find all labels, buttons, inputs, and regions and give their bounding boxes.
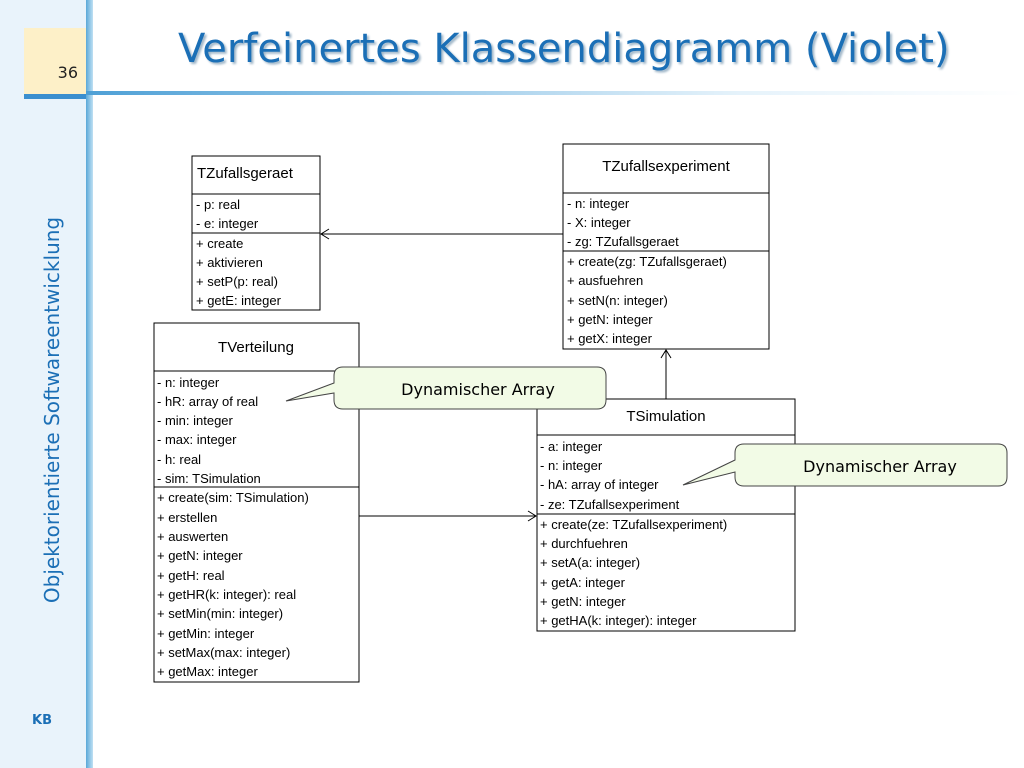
note-text: Dynamischer Array — [401, 380, 555, 399]
method: + getHA(k: integer): integer — [540, 613, 697, 628]
attribute: - p: real — [196, 197, 240, 212]
attribute: - n: integer — [540, 458, 603, 473]
method: + getN: integer — [540, 594, 626, 609]
method: + getN: integer — [567, 312, 653, 327]
attribute: - min: integer — [157, 413, 234, 428]
note-text: Dynamischer Array — [803, 457, 957, 476]
arrowhead-to-experiment — [660, 349, 672, 359]
method: + erstellen — [157, 510, 217, 525]
page-number-box: 36 — [24, 28, 86, 99]
note-callout-simulation: Dynamischer Array — [682, 443, 1008, 487]
attribute: - zg: TZufallsgeraet — [567, 234, 679, 249]
page-number: 36 — [57, 63, 78, 82]
attribute: - hR: array of real — [157, 394, 258, 409]
class-tverteilung[interactable]: TVerteilung - n: integer - hR: array of … — [153, 322, 360, 683]
method: + getMin: integer — [157, 626, 255, 641]
method: + ausfuehren — [567, 273, 643, 288]
method: + auswerten — [157, 529, 228, 544]
class-tzufallsexperiment[interactable]: TZufallsexperiment - n: integer - X: int… — [562, 143, 770, 350]
attribute: - e: integer — [196, 216, 259, 231]
method: + getMax: integer — [157, 664, 258, 679]
class-box — [536, 398, 796, 632]
attribute: - n: integer — [157, 375, 220, 390]
sidebar — [0, 0, 86, 768]
class-box — [153, 322, 360, 683]
callout-shape — [682, 443, 1008, 487]
footer-initials: KB — [32, 713, 52, 728]
attribute: - X: integer — [567, 215, 631, 230]
attribute: - n: integer — [567, 196, 630, 211]
attribute: - sim: TSimulation — [157, 471, 261, 486]
note-callout-verteilung: Dynamischer Array — [285, 366, 607, 410]
attribute: - max: integer — [157, 432, 237, 447]
method: + getHR(k: integer): real — [157, 587, 296, 602]
class-name: TZufallsexperiment — [602, 158, 730, 175]
arrowhead-to-simulation — [527, 510, 537, 522]
attribute: - hA: array of integer — [540, 477, 659, 492]
class-name: TSimulation — [626, 408, 705, 425]
connectors — [320, 228, 672, 522]
class-tzufallsgeraet[interactable]: TZufallsgeraet - p: real - e: integer + … — [191, 155, 321, 311]
attribute: - ze: TZufallsexperiment — [540, 497, 680, 512]
method: + setN(n: integer) — [567, 293, 668, 308]
callout-shape — [285, 366, 607, 410]
method: + getE: integer — [196, 293, 282, 308]
class-name: TVerteilung — [218, 339, 294, 356]
method: + aktivieren — [196, 255, 263, 270]
method: + create — [196, 236, 243, 251]
method: + create(zg: TZufallsgeraet) — [567, 254, 727, 269]
method: + getX: integer — [567, 331, 653, 346]
method: + setMin(min: integer) — [157, 606, 283, 621]
method: + setP(p: real) — [196, 274, 278, 289]
method: + create(ze: TZufallsexperiment) — [540, 517, 727, 532]
method: + setMax(max: integer) — [157, 645, 290, 660]
method: + durchfuehren — [540, 536, 628, 551]
class-tsimulation[interactable]: TSimulation - a: integer - n: integer - … — [536, 398, 796, 632]
method: + getN: integer — [157, 548, 243, 563]
attribute: - h: real — [157, 452, 201, 467]
method: + setA(a: integer) — [540, 555, 640, 570]
method: + getH: real — [157, 568, 225, 583]
method: + create(sim: TSimulation) — [157, 490, 309, 505]
class-box — [562, 143, 770, 350]
title-underline — [86, 91, 1024, 95]
method: + getA: integer — [540, 575, 626, 590]
sidebar-divider — [86, 0, 93, 768]
slide-title: Verfeinertes Klassendiagramm (Violet) — [178, 26, 950, 72]
class-name: TZufallsgeraet — [197, 165, 294, 182]
arrowhead-to-geraet — [320, 228, 330, 240]
attribute: - a: integer — [540, 439, 603, 454]
